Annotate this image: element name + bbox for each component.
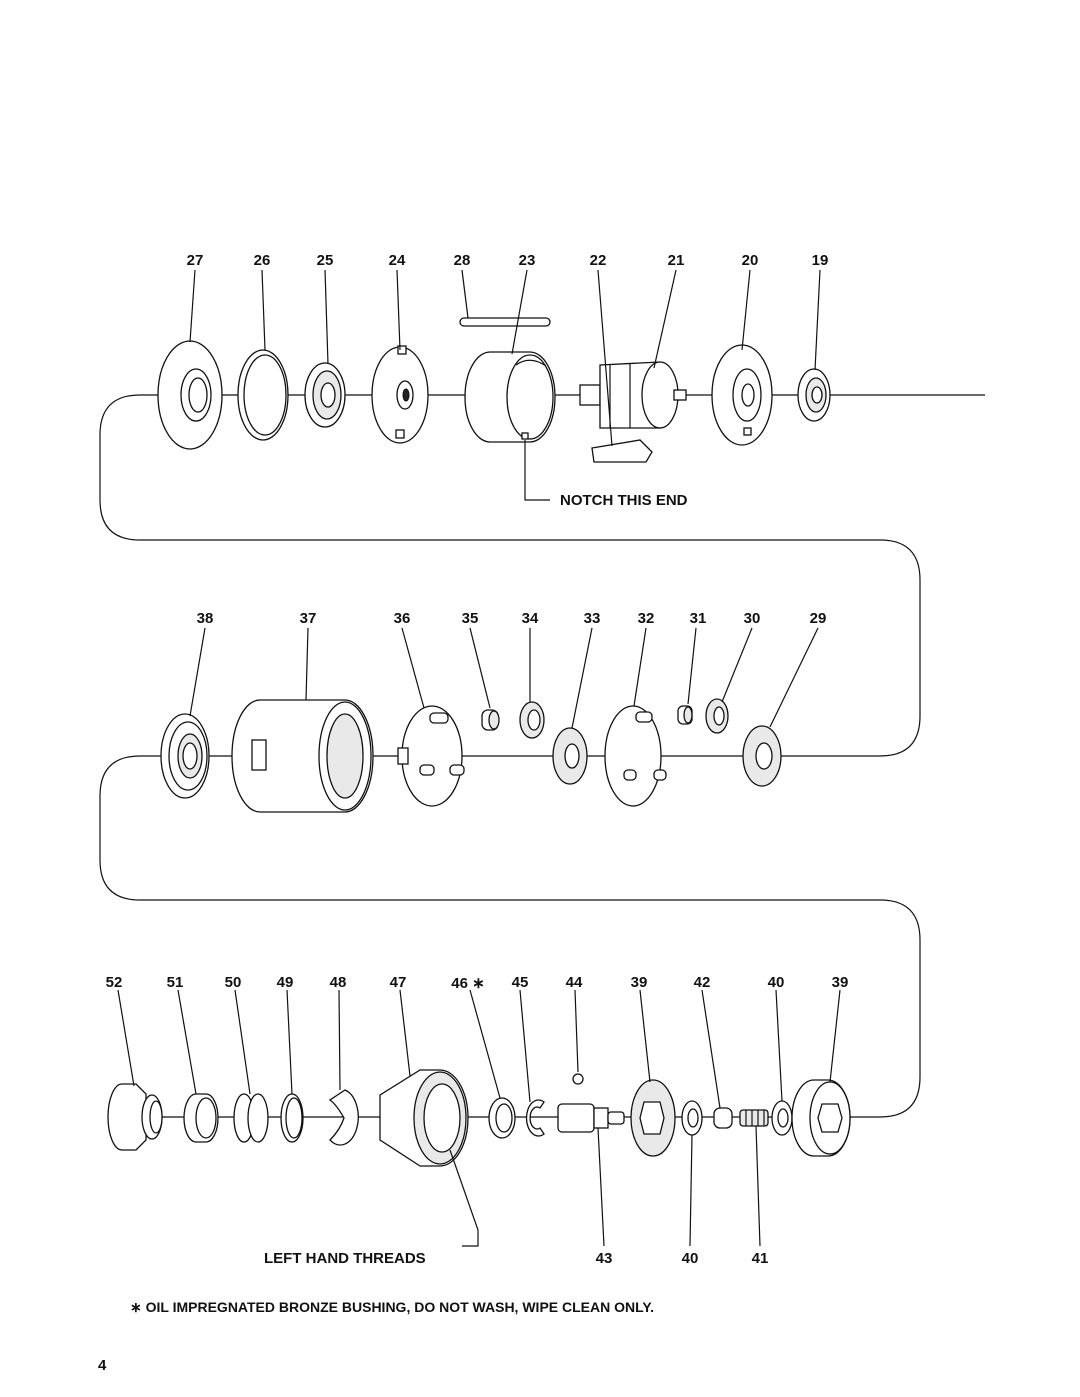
assembly-center-line [99,394,985,1118]
part-36-planet-carrier [397,705,465,807]
notch-this-end-callout: NOTCH THIS END [560,492,688,509]
part-46-bronze-bushing [488,1097,516,1139]
part-label-31: 31 [689,610,707,627]
part-37-ring-gear-housing [231,699,374,813]
part-label-42: 42 [693,974,711,991]
part-34-planet-gear [519,701,545,739]
part-label-27: 27 [186,252,204,269]
part-label-28: 28 [453,252,471,269]
part-label-39-a: 39 [630,974,648,991]
part-label-25: 25 [316,252,334,269]
part-label-40-a: 40 [767,974,785,991]
part-23-cylinder [464,351,556,443]
part-label-45: 45 [511,974,529,991]
part-19-bearing [797,368,831,422]
part-label-36: 36 [393,610,411,627]
part-label-26: 26 [253,252,271,269]
part-49-o-ring [280,1093,304,1143]
part-48-retaining-ring [328,1089,359,1146]
part-label-24: 24 [388,252,406,269]
footnote: ∗ OIL IMPREGNATED BRONZE BUSHING, DO NOT… [130,1299,655,1315]
page-number: 4 [98,1357,107,1374]
part-label-40-b: 40 [681,1250,699,1267]
part-label-20: 20 [741,252,759,269]
row3-leader-lines [117,989,841,1247]
part-42-cap [713,1107,733,1129]
part-label-32: 32 [637,610,655,627]
part-label-33: 33 [583,610,601,627]
part-label-21: 21 [667,252,685,269]
row1-leader-lines [189,269,821,501]
part-24-rear-end-plate [371,345,429,444]
part-43-spindle [557,1103,625,1133]
part-21-rotor [579,361,687,429]
part-label-29: 29 [809,610,827,627]
part-label-44: 44 [565,974,583,991]
part-label-48: 48 [329,974,347,991]
part-38-ball-bearing [160,713,210,799]
part-33-sun-gear [552,727,588,785]
part-label-23: 23 [518,252,536,269]
part-label-22: 22 [589,252,607,269]
part-44-ball [572,1073,584,1085]
part-27-end-plate [157,340,223,450]
part-20-front-end-plate [711,344,773,446]
part-label-46: 46 ∗ [451,975,485,992]
left-hand-threads-callout: LEFT HAND THREADS [264,1250,426,1267]
part-47-clutch-housing [379,1069,469,1167]
part-50-o-rings [233,1093,269,1143]
part-label-30: 30 [743,610,761,627]
part-41-spring [739,1109,769,1127]
part-40-washer-right [771,1100,793,1136]
part-35-needle-bearing [481,709,500,731]
part-label-38: 38 [196,610,214,627]
part-25-bearing [304,362,346,428]
part-label-51: 51 [166,974,184,991]
part-label-49: 49 [276,974,294,991]
part-51-ring [183,1093,219,1143]
part-label-52: 52 [105,974,123,991]
part-label-47: 47 [389,974,407,991]
part-28-pin [459,317,551,327]
part-22-vane [591,439,653,463]
part-40-washer-left [681,1100,703,1136]
part-label-50: 50 [224,974,242,991]
row2-leader-lines [189,627,819,729]
part-label-41: 41 [751,1250,769,1267]
part-30-planet-gear [705,698,729,734]
part-29-sun-gear [742,725,782,787]
part-label-35: 35 [461,610,479,627]
part-label-19: 19 [811,252,829,269]
part-39-clutch-jaw-right [791,1079,851,1157]
part-label-43: 43 [595,1250,613,1267]
part-label-34: 34 [521,610,539,627]
part-45-clip [525,1099,545,1137]
part-52-sleeve [107,1083,163,1151]
part-31-needle-bearing [677,705,693,725]
part-26-gasket [237,349,289,441]
part-label-39-b: 39 [831,974,849,991]
part-39-clutch-jaw-left [630,1079,676,1157]
part-label-37: 37 [299,610,317,627]
part-32-planet-carrier [604,705,667,807]
